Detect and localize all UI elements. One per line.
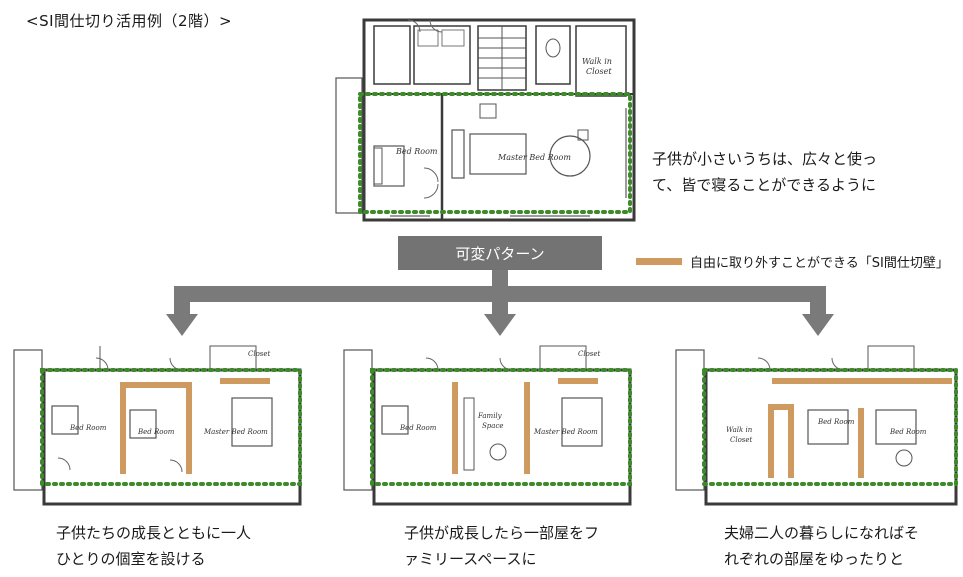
partition-1a <box>120 382 126 474</box>
room-label-bed-3: Bed Room <box>817 418 855 426</box>
arrow-left-head <box>166 314 198 336</box>
caption-top: 子供が小さいうちは、広々と使っ て、皆で寝ることができるように <box>652 146 877 198</box>
svg-text:Walk in: Walk in <box>582 57 612 66</box>
room-label-bed-1b: Bed Room <box>137 428 175 436</box>
caption-pattern-2: 子供が成長したら一部屋をフ ァミリースペースに <box>404 520 599 572</box>
partition-2a <box>452 382 458 474</box>
legend-label: 自由に取り外すことができる「SI間仕切壁」 <box>690 256 949 271</box>
caption-top-line2: て、皆で寝ることができるように <box>652 176 876 194</box>
page-title: <SI間仕切り活用例（2階）> <box>26 12 233 30</box>
partition-1b <box>186 382 192 474</box>
partition-2c <box>558 378 598 384</box>
room-label-family-2: Space <box>482 422 504 430</box>
floor-plan-pattern-1: Closet Bed Room Bed Room Master Bed Room <box>13 345 302 506</box>
partition-3a <box>768 404 774 478</box>
partition-1d <box>220 378 270 384</box>
caption-top-line1: 子供が小さいうちは、広々と使っ <box>652 150 878 168</box>
arrow-bar <box>174 286 826 302</box>
partition-2b <box>524 382 530 474</box>
caption-pattern-3: 夫婦二人の暮らしになればそ れぞれの部屋をゆったりと <box>724 520 919 572</box>
caption-p2-line2: ァミリースペースに <box>404 550 537 568</box>
arrow-right-stem <box>810 286 826 316</box>
caption-pattern-1: 子供たちの成長とともに一人 ひとりの個室を設ける <box>56 520 251 572</box>
floor-plan-pattern-2: Closet Bed Room Family Space Master Bed … <box>343 345 632 506</box>
svg-text:Closet: Closet <box>586 67 612 76</box>
floor-plan-pattern-3: Walk in Closet Bed Room Bed Room <box>675 345 958 506</box>
arrow-mid-head <box>484 314 516 336</box>
room-label-bed-1a: Bed Room <box>69 424 107 432</box>
arrow-left-stem <box>174 286 190 316</box>
room-label-walk-in-3: Walk in <box>726 426 753 434</box>
arrow-stem <box>492 270 508 294</box>
floor-plan-base: Walk in Closet Bed Room Master Bed Room <box>335 18 636 222</box>
room-label-master: Master Bed Room <box>497 153 571 162</box>
partition-3b <box>788 404 794 478</box>
partition-3c <box>768 404 794 410</box>
legend: 自由に取り外すことができる「SI間仕切壁」 <box>636 252 949 271</box>
room-label-closet-3: Closet <box>730 436 753 444</box>
arrow-right-head <box>802 314 834 336</box>
caption-p3-line2: れぞれの部屋をゆったりと <box>724 550 905 568</box>
room-label-bed-2: Bed Room <box>399 424 437 432</box>
room-label-bed-3b: Bed Room <box>889 428 927 436</box>
room-label-master-1: Master Bed Room <box>203 428 268 436</box>
caption-p3-line1: 夫婦二人の暮らしになればそ <box>724 524 920 542</box>
room-label-closet: Closet <box>248 350 271 358</box>
partition-1c <box>126 382 186 388</box>
arrow-mid-stem <box>492 286 508 316</box>
caption-p1-line2: ひとりの個室を設ける <box>56 550 206 568</box>
room-label-family-1: Family <box>477 412 503 420</box>
pattern-label: 可変パターン <box>398 236 602 270</box>
partition-3e <box>772 378 952 384</box>
partition-3d <box>858 408 864 478</box>
legend-swatch-partition <box>636 258 682 265</box>
caption-p2-line1: 子供が成長したら一部屋をフ <box>404 524 600 542</box>
room-label-bed-room: Bed Room <box>395 147 438 156</box>
room-label-master-2: Master Bed Room <box>533 428 598 436</box>
caption-p1-line1: 子供たちの成長とともに一人 <box>56 524 252 542</box>
room-label-closet-2: Closet <box>578 350 601 358</box>
